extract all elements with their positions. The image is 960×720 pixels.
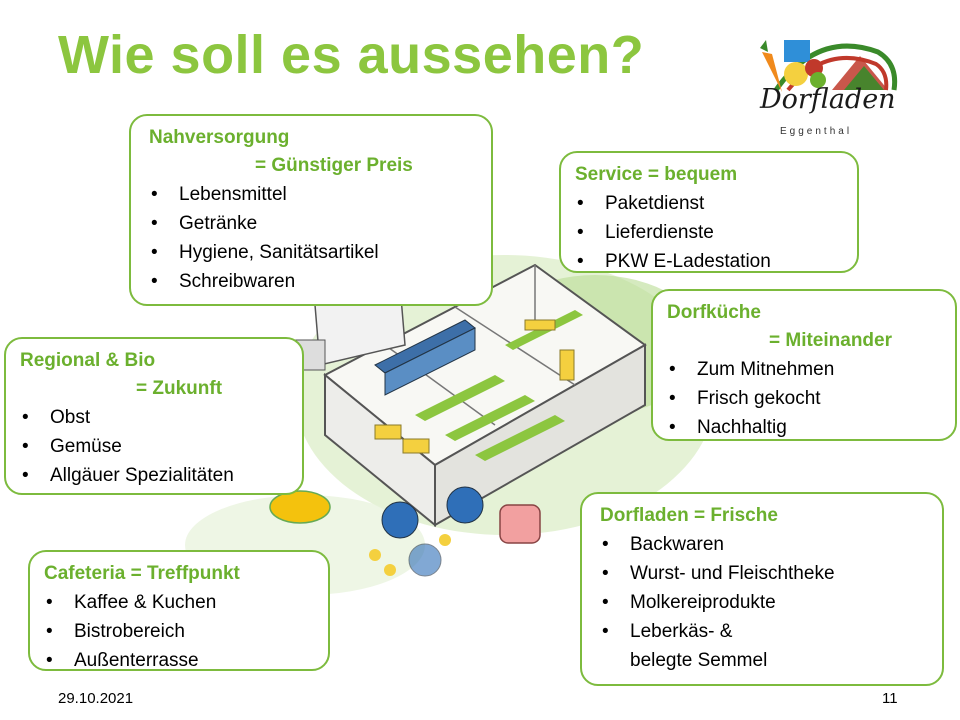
- slide-title: Wie soll es aussehen?: [58, 25, 645, 85]
- box-nahversorgung-subtitle: = Günstiger Preis: [255, 155, 413, 176]
- list-item: Allgäuer Spezialitäten: [20, 461, 288, 490]
- box-dorfkueche-subtitle: = Miteinander: [769, 330, 892, 351]
- list-item: Leberkäs- &: [600, 617, 928, 646]
- page-number: 11: [882, 690, 898, 707]
- list-item: Kaffee & Kuchen: [44, 588, 314, 617]
- list-item: Hygiene, Sanitätsartikel: [149, 238, 477, 267]
- box-nahversorgung: Nahversorgung = Günstiger Preis Lebensmi…: [129, 114, 493, 306]
- list-item: Wurst- und Fleischtheke: [600, 559, 928, 588]
- list-item: Lebensmittel: [149, 180, 477, 209]
- list-item: Nachhaltig: [667, 413, 941, 442]
- box-dorfkueche: Dorfküche = Miteinander Zum Mitnehmen Fr…: [651, 289, 957, 442]
- box-frische-title: Dorfladen = Frische: [600, 505, 778, 526]
- box-regional-title: Regional & Bio: [20, 350, 156, 371]
- list-item: Schreibwaren: [149, 267, 477, 296]
- box-dorfkueche-title: Dorfküche: [667, 302, 761, 323]
- list-item: PKW E-Ladestation: [575, 247, 843, 276]
- list-item: Lieferdienste: [575, 218, 843, 247]
- list-item-continuation: belegte Semmel: [630, 650, 768, 671]
- list-item: Bistrobereich: [44, 617, 314, 646]
- box-regional: Regional & Bio = Zukunft Obst Gemüse All…: [4, 337, 304, 495]
- box-frische: Dorfladen = Frische Backwaren Wurst- und…: [580, 492, 944, 686]
- box-nahversorgung-title: Nahversorgung: [149, 127, 290, 148]
- list-item: Molkereiprodukte: [600, 588, 928, 617]
- list-item: Frisch gekocht: [667, 384, 941, 413]
- box-cafeteria-title: Cafeteria = Treffpunkt: [44, 563, 240, 584]
- list-item: Paketdienst: [575, 189, 843, 218]
- list-item: Außenterrasse: [44, 646, 314, 675]
- list-item: Getränke: [149, 209, 477, 238]
- box-service: Service = bequem Paketdienst Lieferdiens…: [559, 151, 859, 276]
- box-cafeteria: Cafeteria = Treffpunkt Kaffee & Kuchen B…: [28, 550, 330, 675]
- list-item: Obst: [20, 403, 288, 432]
- list-item: Backwaren: [600, 530, 928, 559]
- list-item: Gemüse: [20, 432, 288, 461]
- footer-date: 29.10.2021: [58, 690, 134, 707]
- dorfladen-logo: [760, 40, 898, 92]
- list-item: Zum Mitnehmen: [667, 355, 941, 384]
- box-service-title: Service = bequem: [575, 164, 738, 185]
- logo-subtitle: Eggenthal: [780, 126, 853, 137]
- box-regional-subtitle: = Zukunft: [136, 378, 223, 399]
- logo-name: Dorfladen: [760, 84, 896, 115]
